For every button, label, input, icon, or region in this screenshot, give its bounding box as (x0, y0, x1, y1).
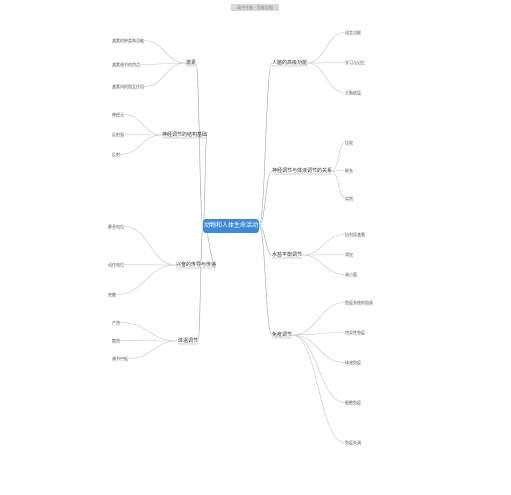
right-branch-2: 水盐平衡调节 (272, 252, 303, 258)
right-3-child-2: 体液免疫 (345, 360, 361, 365)
left-2-child-0: 静息电位 (108, 224, 124, 229)
connector-line (307, 32, 346, 64)
left-2-child-2: 突触 (108, 292, 116, 297)
connector-line (139, 62, 187, 65)
connector-line (258, 225, 273, 336)
connector-line (127, 340, 179, 359)
left-branch-2: 兴奋的传导与传递 (176, 262, 217, 268)
connector-line (292, 302, 346, 336)
connector-line (143, 40, 187, 64)
connector-line (292, 334, 346, 443)
connector-line (292, 334, 346, 403)
left-3-child-0: 产热 (112, 320, 120, 325)
right-branch-1: 神经调节与体液调节的关系 (272, 168, 333, 174)
connector-line (258, 170, 273, 227)
right-3-child-4: 免疫失调 (345, 440, 361, 445)
right-2-child-2: 肾小管 (345, 272, 357, 277)
connector-line (123, 226, 177, 266)
right-0-child-1: 学习与记忆 (345, 60, 365, 65)
connector-line (119, 134, 163, 155)
right-1-child-1: 联系 (345, 168, 353, 173)
right-3-child-0: 免疫系统的组成 (345, 300, 373, 305)
right-2-child-0: 抗利尿激素 (345, 232, 365, 237)
left-1-child-2: 反射 (112, 152, 120, 157)
right-0-child-0: 语言功能 (345, 30, 361, 35)
right-1-child-2: 实例 (345, 196, 353, 201)
connector-line (331, 142, 346, 172)
header-title: 高中生物 · 思维导图 (231, 4, 279, 11)
connector-line (195, 62, 204, 227)
left-1-child-0: 神经元 (112, 112, 124, 117)
connector-line (258, 62, 273, 227)
right-2-child-1: 渴觉 (345, 252, 353, 257)
connector-line (302, 254, 346, 256)
left-3-child-1: 散热 (112, 338, 120, 343)
left-0-child-2: 激素间的相互作用 (112, 84, 144, 89)
connector-line (123, 134, 163, 136)
connector-line (292, 332, 346, 336)
root-node: 动物和人体生命活动的调节 (203, 219, 259, 243)
connector-line (302, 254, 346, 275)
right-1-child-0: 比较 (345, 140, 353, 145)
connector-line (143, 62, 187, 87)
connector-line (197, 225, 204, 342)
right-3-child-1: 特异性免疫 (345, 330, 365, 335)
right-branch-0: 人脑的高级功能 (272, 60, 308, 66)
right-3-child-3: 细胞免疫 (345, 400, 361, 405)
left-2-child-1: 动作电位 (108, 262, 124, 267)
connector-line (119, 322, 179, 342)
right-0-child-2: 大脑皮层 (345, 90, 361, 95)
connector-line (258, 225, 273, 256)
connector-line (123, 114, 163, 136)
connector-line (331, 170, 346, 199)
connector-line (292, 334, 346, 363)
left-branch-3: 体温调节 (178, 338, 199, 344)
connector-line (332, 170, 346, 172)
left-3-child-2: 调节中枢 (112, 356, 128, 361)
left-0-child-1: 激素调节的特点 (112, 62, 140, 67)
left-1-child-1: 反射弧 (112, 132, 124, 137)
left-branch-1: 神经调节的结构基础 (162, 132, 208, 138)
connector-line (307, 62, 346, 64)
connector-line (115, 264, 177, 295)
left-branch-0: 激素 (186, 60, 197, 66)
left-0-child-0: 激素的种类和功能 (112, 38, 144, 43)
connector-line (302, 234, 346, 256)
connector-line (307, 62, 346, 93)
right-branch-3: 免疫调节 (272, 332, 293, 338)
connector-line (123, 264, 177, 266)
connector-line (202, 134, 208, 227)
connector-line (119, 340, 179, 342)
